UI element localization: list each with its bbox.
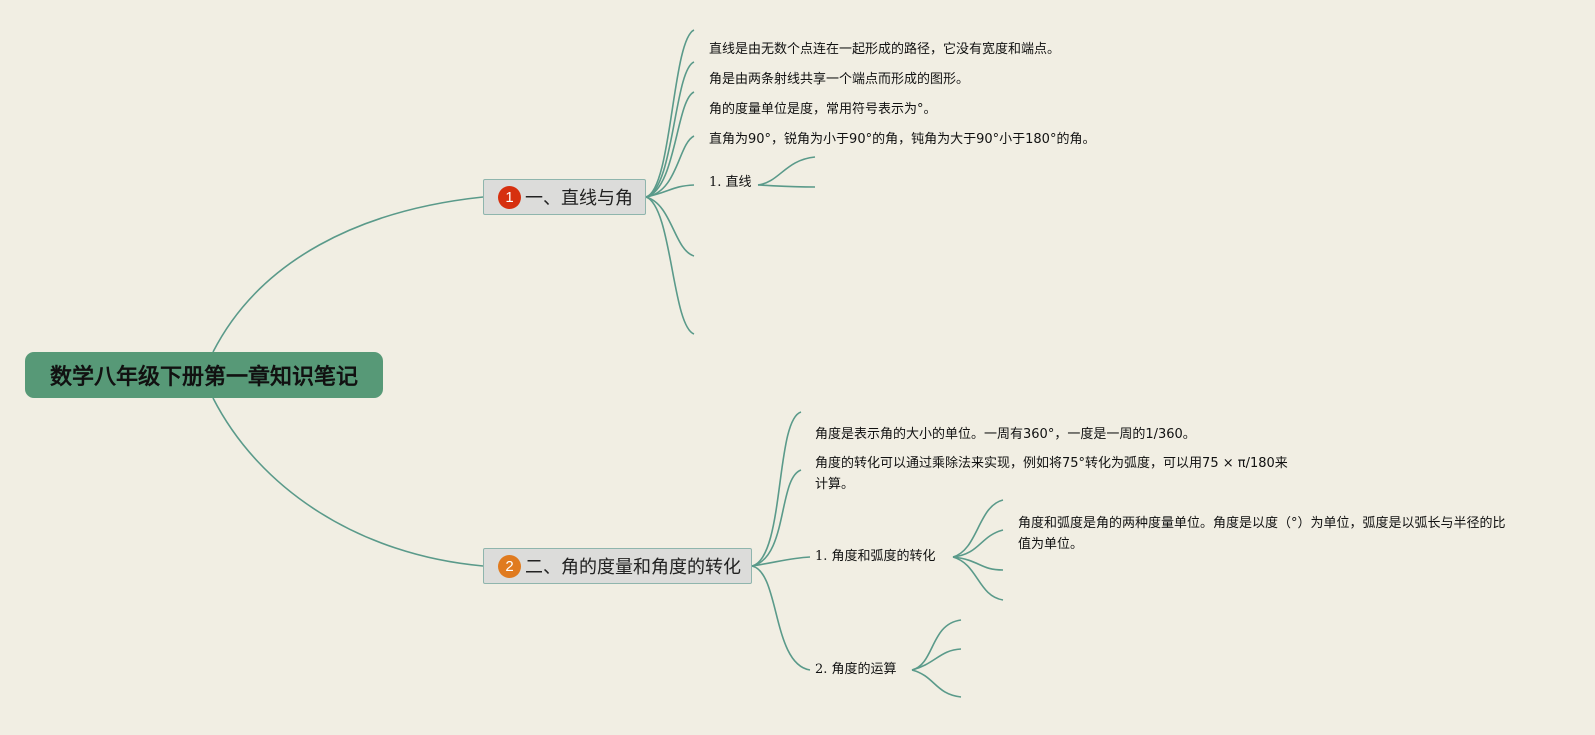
connector-t2-sub1 xyxy=(751,556,811,567)
main-topic-1[interactable]: 1 一、直线与角 xyxy=(483,179,646,215)
connector-t1-note1 xyxy=(645,29,695,198)
topic-1-note-2[interactable]: 角是由两条射线共享一个端点而形成的图形。 xyxy=(709,72,970,87)
topic-1-note-1[interactable]: 直线是由无数个点连在一起形成的路径，它没有宽度和端点。 xyxy=(709,42,1061,57)
topic-2-note-2[interactable]: 角度的转化可以通过乘除法来实现，例如将75°转化为弧度，可以用75 × π/18… xyxy=(815,456,1288,492)
connector-t1-note2 xyxy=(645,61,695,198)
priority-1-icon: 1 xyxy=(498,185,521,209)
topic-1-subtopic-1[interactable]: 1. 直线 xyxy=(709,175,752,190)
connector-root-topic1 xyxy=(212,196,484,353)
connector-t1-note3 xyxy=(645,91,695,198)
connector-t1-sub1-a xyxy=(757,156,816,186)
connector-t1-sub1-b xyxy=(757,184,816,188)
topic-2-subtopic-2[interactable]: 2. 角度的运算 xyxy=(815,662,897,677)
connector-t2-sub2-b xyxy=(911,648,962,671)
topic-2-note-1[interactable]: 角度是表示角的大小的单位。一周有360°，一度是一周的1/360。 xyxy=(815,427,1196,442)
topic-2-subtopic-1[interactable]: 1. 角度和弧度的转化 xyxy=(815,549,936,564)
connector-t2-sub1-b xyxy=(952,529,1004,558)
connector-t2-note2 xyxy=(751,469,802,567)
connector-t1-empty2 xyxy=(645,196,695,335)
main-topic-1-label: 一、直线与角 xyxy=(525,188,633,209)
connector-t2-sub2 xyxy=(751,565,811,671)
topic-1-note-3[interactable]: 角的度量单位是度，常用符号表示为°。 xyxy=(709,102,937,117)
connector-t1-empty1 xyxy=(645,196,695,257)
connector-t2-sub2-c xyxy=(911,669,962,698)
topic-1-note-4[interactable]: 直角为90°，锐角为小于90°的角，钝角为大于90°小于180°的角。 xyxy=(709,132,1096,147)
connector-t2-sub1-c xyxy=(952,556,1004,571)
central-topic[interactable]: 数学八年级下册第一章知识笔记 xyxy=(25,352,383,398)
main-topic-2[interactable]: 2 二、角的度量和角度的转化 xyxy=(483,548,752,584)
connector-t1-sub1 xyxy=(645,184,695,198)
connector-root-topic2 xyxy=(212,397,484,567)
connector-t2-note1 xyxy=(751,411,802,567)
connector-t2-sub1-d xyxy=(952,556,1004,601)
connector-t2-sub2-a xyxy=(911,619,962,671)
central-topic-label: 数学八年级下册第一章知识笔记 xyxy=(49,365,358,390)
main-topic-2-label: 二、角的度量和角度的转化 xyxy=(525,557,741,578)
priority-2-icon: 2 xyxy=(498,554,521,578)
topic-2-subtopic-1-note-1[interactable]: 角度和弧度是角的两种度量单位。角度是以度（°）为单位，弧度是以弧长与半径的比值为… xyxy=(1018,516,1506,552)
connector-t2-sub1-note1 xyxy=(952,499,1004,558)
